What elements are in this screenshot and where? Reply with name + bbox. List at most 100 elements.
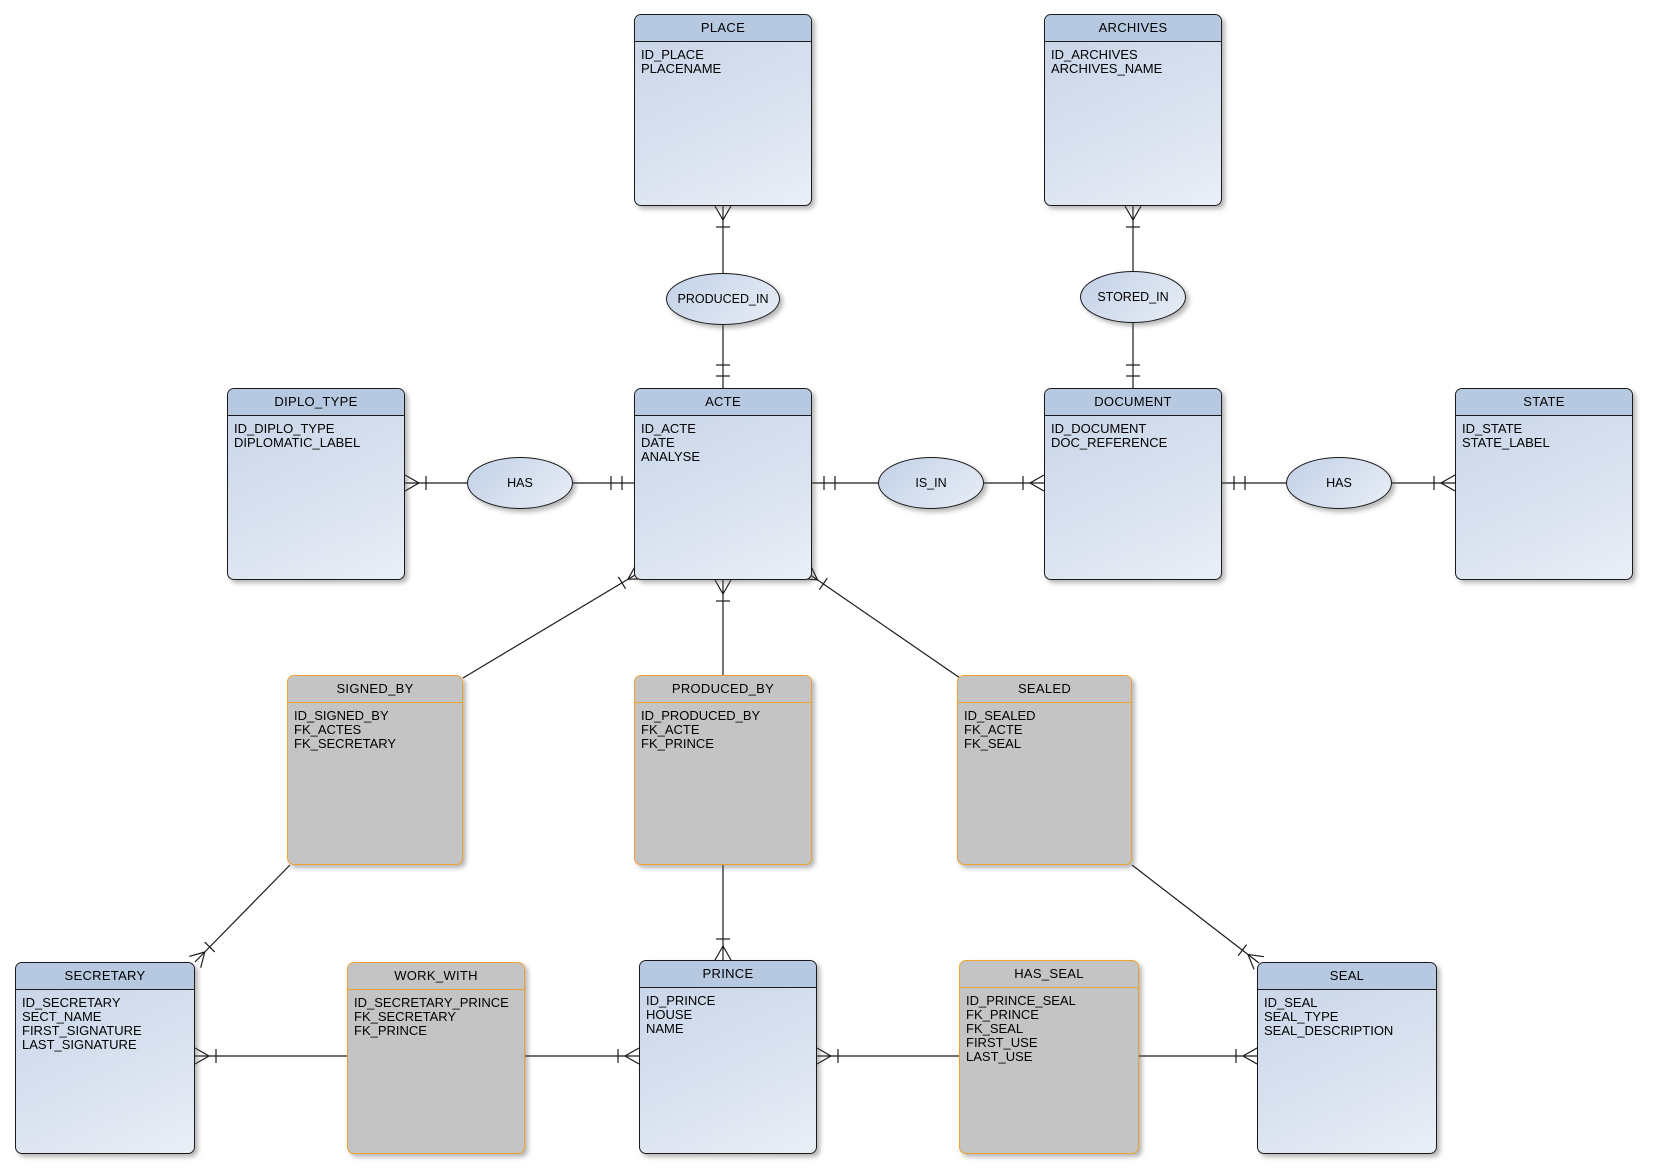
attribute-row: ARCHIVES_NAME <box>1051 61 1163 76</box>
relationship-has-left[interactable]: HAS <box>467 457 573 509</box>
entity-title: HAS_SEAL <box>960 961 1138 988</box>
attribute-row: FK_SEAL <box>966 1021 1024 1036</box>
connection-has-acte[interactable] <box>573 476 634 490</box>
relationship-stored-in[interactable]: STORED_IN <box>1080 271 1186 323</box>
entity-title: SECRETARY <box>16 963 194 990</box>
attribute-row: FIRST_SIGNATURE <box>22 1023 142 1038</box>
attribute-row: FK_PRINCE <box>966 1007 1039 1022</box>
attribute-row: ID_SECRETARY <box>22 995 121 1010</box>
connection-secretary-work-with[interactable] <box>194 1047 347 1065</box>
connection-prince-has-seal[interactable] <box>816 1047 959 1065</box>
attribute-row: FK_PRINCE <box>354 1023 427 1038</box>
entity-title: SEALED <box>958 676 1131 703</box>
connection-produced-in-acte[interactable] <box>716 325 730 388</box>
connection-diplo-type-has[interactable] <box>404 474 467 492</box>
connection-place-produced-in[interactable] <box>714 205 732 273</box>
attribute-row: SEAL_DESCRIPTION <box>1264 1023 1394 1038</box>
attribute-row: STATE_LABEL <box>1462 435 1550 450</box>
connection-is-in-document[interactable] <box>984 474 1045 492</box>
entity-title: ACTE <box>635 389 811 416</box>
attribute-row: PLACENAME <box>641 61 722 76</box>
connection-acte-produced-by[interactable] <box>714 579 732 675</box>
relationship-has-right[interactable]: HAS <box>1286 457 1392 509</box>
connection-work-with-prince[interactable] <box>525 1047 640 1065</box>
attribute-row: LAST_SIGNATURE <box>22 1037 137 1052</box>
relationship-label: STORED_IN <box>1097 290 1169 304</box>
attribute-row: ID_DIPLO_TYPE <box>234 421 335 436</box>
entity-title: DIPLO_TYPE <box>228 389 404 416</box>
entity-title: SEAL <box>1258 963 1436 990</box>
attribute-row: ID_PLACE <box>641 47 704 62</box>
connection-sealed-seal[interactable] <box>1131 864 1264 970</box>
connection-has-state[interactable] <box>1392 474 1456 492</box>
connection-acte-signed-by[interactable] <box>462 564 645 679</box>
attribute-row: FK_SECRETARY <box>354 1009 457 1024</box>
connection-stored-in-document[interactable] <box>1126 323 1140 388</box>
relationship-label: IS_IN <box>915 476 947 490</box>
entity-title: PRODUCED_BY <box>635 676 811 703</box>
connection-acte-is-in[interactable] <box>812 476 878 490</box>
relationship-produced-in[interactable]: PRODUCED_IN <box>666 273 780 325</box>
attribute-row: FK_SEAL <box>964 736 1022 751</box>
connection-document-has[interactable] <box>1222 476 1286 490</box>
connection-signed-by-secretary[interactable] <box>189 864 291 968</box>
entity-title: PRINCE <box>640 961 816 988</box>
relationship-is-in[interactable]: IS_IN <box>878 457 984 509</box>
entity-title: WORK_WITH <box>348 963 524 990</box>
attribute-row: ID_PRINCE_SEAL <box>966 993 1076 1008</box>
connection-produced-by-prince[interactable] <box>714 865 732 961</box>
attribute-row: DOC_REFERENCE <box>1051 435 1168 450</box>
attribute-row: ANALYSE <box>641 449 701 464</box>
attribute-row: ID_PRODUCED_BY <box>641 708 761 723</box>
connection-archives-stored-in[interactable] <box>1124 205 1142 271</box>
attribute-row: FK_PRINCE <box>641 736 714 751</box>
attribute-row: FK_ACTES <box>294 722 362 737</box>
attribute-row: ID_ARCHIVES <box>1051 47 1138 62</box>
relationship-label: PRODUCED_IN <box>677 292 769 306</box>
attribute-row: DIPLOMATIC_LABEL <box>234 435 361 450</box>
attribute-row: ID_DOCUMENT <box>1051 421 1147 436</box>
relationship-label: HAS <box>1326 476 1352 490</box>
entity-title: DOCUMENT <box>1045 389 1221 416</box>
connection-acte-sealed[interactable] <box>801 565 961 679</box>
entity-title: STATE <box>1456 389 1632 416</box>
attribute-row: FK_SECRETARY <box>294 736 397 751</box>
attribute-row: LAST_USE <box>966 1049 1033 1064</box>
attribute-row: ID_ACTE <box>641 421 696 436</box>
connection-has-seal-seal[interactable] <box>1139 1047 1258 1065</box>
attribute-row: FK_ACTE <box>964 722 1023 737</box>
attribute-row: ID_SECRETARY_PRINCE <box>354 995 509 1010</box>
entity-title: PLACE <box>635 15 811 42</box>
attribute-row: ID_SEAL <box>1264 995 1318 1010</box>
attribute-row: SEAL_TYPE <box>1264 1009 1339 1024</box>
attribute-row: NAME <box>646 1021 684 1036</box>
attribute-row: FIRST_USE <box>966 1035 1038 1050</box>
